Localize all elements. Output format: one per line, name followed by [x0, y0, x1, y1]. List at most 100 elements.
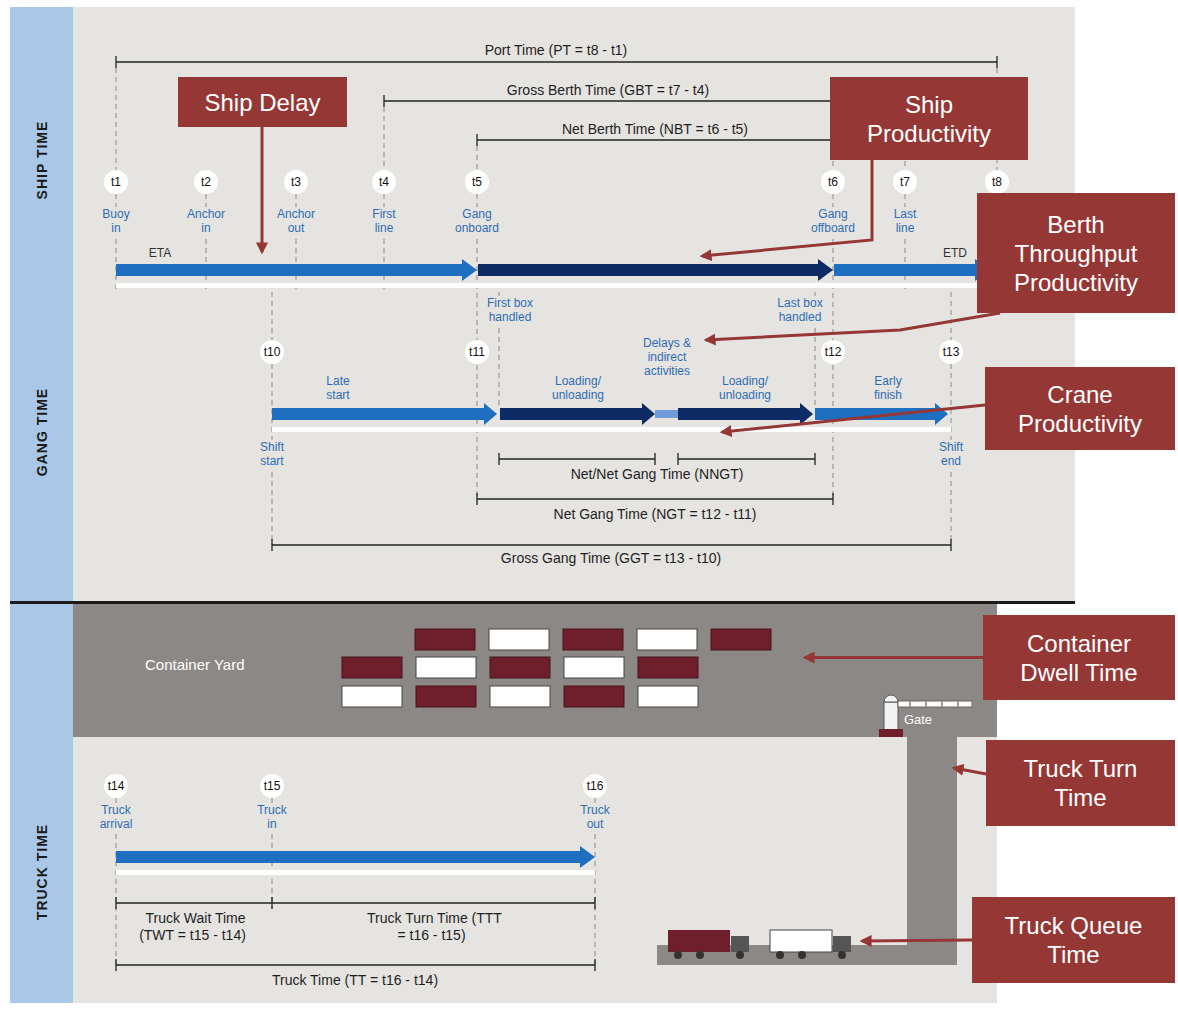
truck-icon — [674, 951, 682, 959]
event-label: Truck in — [257, 803, 287, 831]
time-circle — [284, 170, 308, 194]
callout-text: Container Dwell Time — [1003, 629, 1155, 687]
time-circle — [260, 774, 284, 798]
container-stack — [490, 686, 550, 707]
event-label: Shift start — [260, 440, 284, 468]
event-label: Gang offboard — [811, 207, 855, 235]
callout-box: Crane Productivity — [985, 367, 1175, 450]
time-marker: t10 — [264, 345, 281, 359]
callout-text: Truck Turn Time — [1006, 754, 1155, 812]
container-stack — [564, 686, 624, 707]
container-stack — [342, 686, 402, 707]
callout-box: Truck Queue Time — [972, 897, 1175, 983]
time-circle — [372, 170, 396, 194]
callout-text: Ship Delay — [204, 88, 320, 117]
time-marker: t1 — [111, 175, 121, 189]
event-label: Truck arrival — [100, 803, 133, 831]
container-stack — [564, 657, 624, 678]
duration-label: Gross Berth Time (GBT = t7 - t4) — [504, 82, 712, 98]
gate-barrier — [884, 702, 898, 732]
timeline-bar — [116, 846, 595, 868]
event-label: Shift end — [939, 440, 963, 468]
time-marker: t5 — [472, 175, 482, 189]
duration-label: Port Time (PT = t8 - t1) — [482, 42, 631, 58]
callout-box: Berth Throughput Productivity — [977, 193, 1175, 313]
container-stack — [637, 629, 697, 650]
time-circle — [260, 340, 284, 364]
timeline-bar — [655, 410, 678, 418]
timeline-bar — [272, 427, 951, 432]
time-marker: t14 — [108, 779, 125, 793]
gate-barrier — [884, 695, 898, 702]
event-label: Last line — [894, 207, 917, 235]
truck-icon — [668, 930, 730, 952]
time-guide — [116, 68, 997, 965]
timeline-bar — [116, 259, 477, 281]
timeline-bar — [478, 259, 833, 281]
event-label: Early finish — [874, 374, 902, 402]
container-stack — [563, 629, 623, 650]
duration-label: Truck Time (TT = t16 - t14) — [269, 972, 441, 988]
container-stack — [490, 657, 550, 678]
time-circle — [821, 340, 845, 364]
truck-icon — [833, 936, 851, 952]
event-label: ETD — [943, 246, 967, 260]
duration-bracket — [477, 493, 833, 505]
leader-arrow — [954, 768, 986, 774]
gate-barrier — [879, 695, 972, 737]
callout-box: Ship Productivity — [830, 77, 1028, 160]
leader-arrow — [862, 940, 972, 941]
time-circle — [465, 340, 489, 364]
leader-arrow — [722, 405, 985, 432]
time-marker: t7 — [900, 175, 910, 189]
truck-icon — [731, 936, 749, 952]
container-stack — [416, 657, 476, 678]
duration-bracket — [116, 959, 595, 971]
leader-arrow — [261, 127, 264, 252]
event-label: Truck out — [580, 803, 610, 831]
timeline-bar — [116, 283, 990, 288]
timeline-bar — [116, 870, 595, 875]
truck-icon — [696, 951, 704, 959]
event-label: Loading/ unloading — [552, 374, 604, 402]
leader-arrow — [706, 313, 1000, 340]
callout-text: Crane Productivity — [1005, 380, 1155, 438]
gate-barrier — [879, 729, 903, 737]
road — [907, 737, 957, 965]
truck-icon — [776, 951, 784, 959]
time-marker: t2 — [201, 175, 211, 189]
callout-text: Berth Throughput Productivity — [997, 210, 1155, 297]
event-label: First line — [372, 207, 395, 235]
time-circle — [194, 170, 218, 194]
yard-region: Container Yard — [73, 604, 805, 737]
container-stack — [638, 657, 698, 678]
truck-icon — [838, 951, 846, 959]
duration-bracket — [116, 56, 997, 971]
timeline-bar — [834, 259, 990, 281]
duration-label: Gross Gang Time (GGT = t13 - t10) — [498, 550, 724, 566]
time-circle — [104, 774, 128, 798]
section-label: SHIP TIME — [34, 121, 50, 200]
time-marker: t8 — [992, 175, 1002, 189]
duration-label: Net Berth Time (NBT = t6 - t5) — [559, 121, 751, 137]
truck-icon — [770, 930, 832, 952]
event-label: Anchor out — [277, 207, 315, 235]
event-label: Buoy in — [102, 207, 129, 235]
leader-arrow — [262, 127, 1000, 941]
duration-label: Truck Wait Time (TWT = t15 - t14) — [139, 910, 249, 943]
section-label: TRUCK TIME — [34, 824, 50, 920]
callout-text: Truck Queue Time — [992, 911, 1155, 969]
truck-icon — [798, 951, 806, 959]
event-label: Late start — [326, 374, 349, 402]
event-label: Loading/ unloading — [719, 374, 771, 402]
time-marker: t6 — [828, 175, 838, 189]
container-stack — [638, 686, 698, 707]
gate-barrier — [910, 701, 958, 707]
container-stack — [342, 657, 402, 678]
panel-ground — [10, 7, 73, 1003]
truck-icon — [736, 951, 744, 959]
event-label: First box handled — [487, 296, 533, 324]
panel-ground — [73, 604, 997, 1003]
time-circle — [821, 170, 845, 194]
panel-ground — [10, 7, 1075, 1003]
